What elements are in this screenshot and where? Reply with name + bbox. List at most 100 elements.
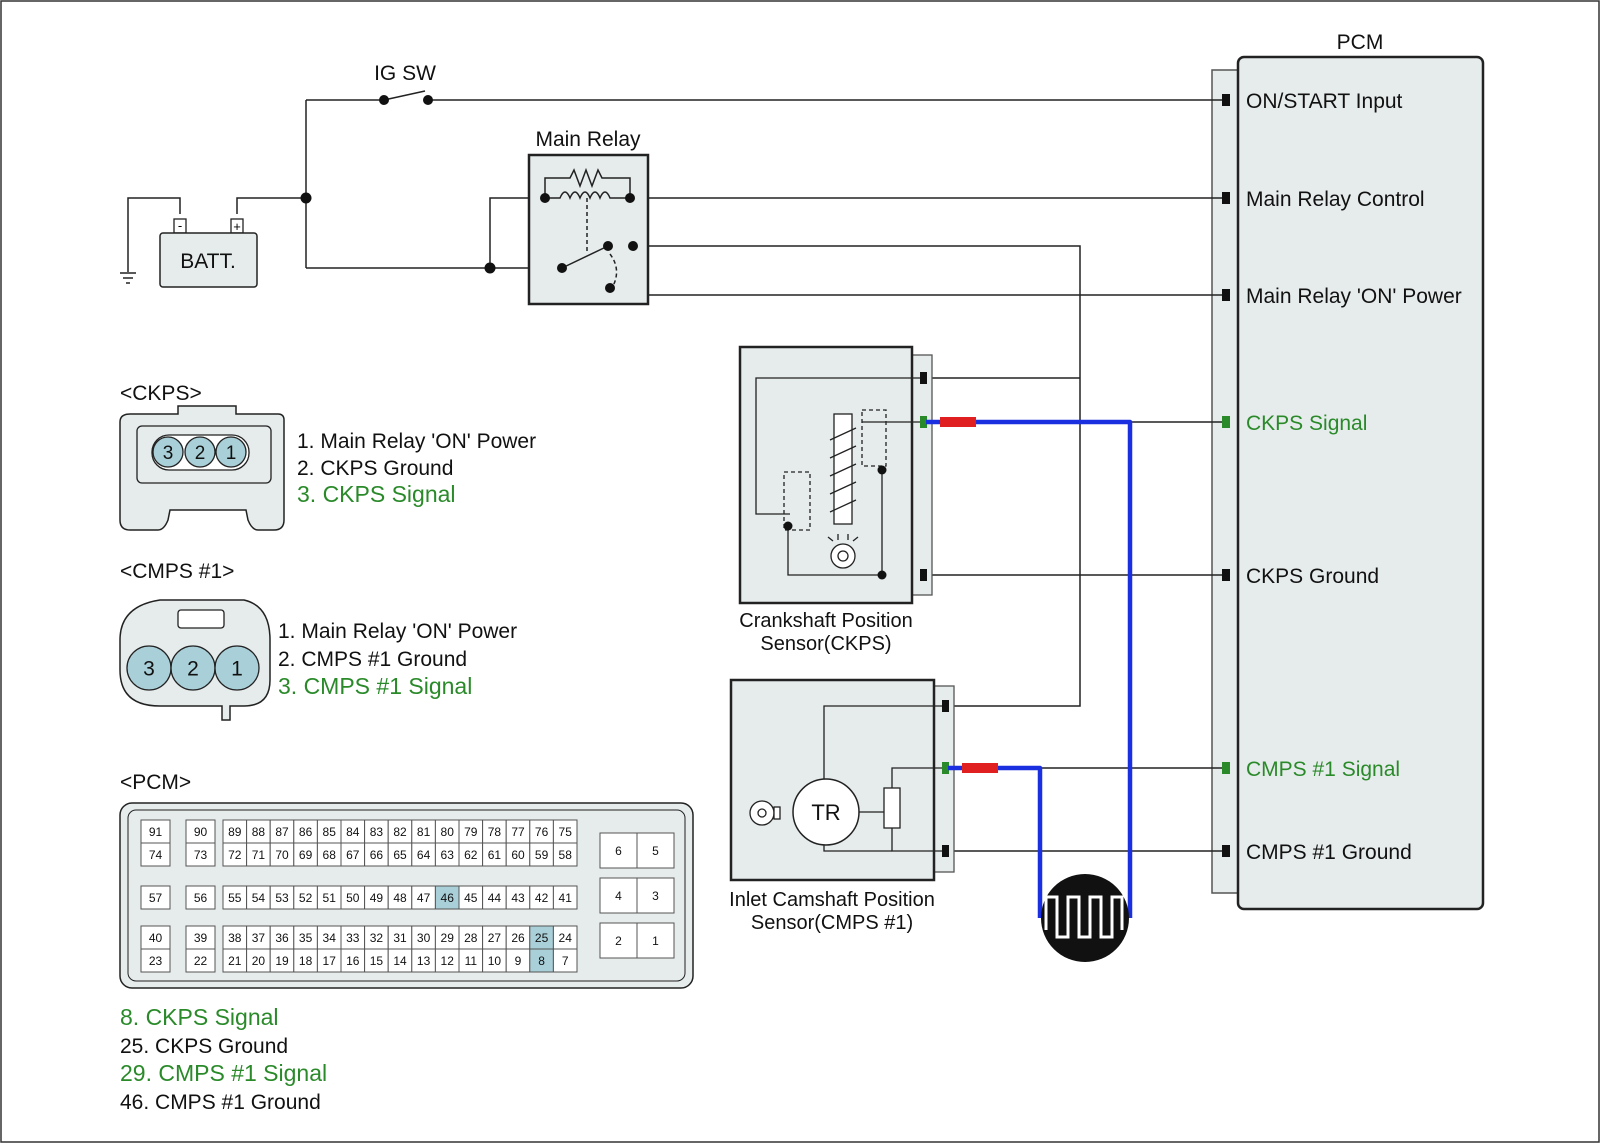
pcm-terminal-pin — [1222, 94, 1230, 106]
cmps-transistor — [792, 778, 860, 846]
ckps-probe-tip — [940, 417, 976, 427]
pcm-pin-number: 62 — [464, 848, 478, 862]
pcm-pin-number: 46 — [441, 891, 455, 905]
ig-sw-contact — [383, 90, 426, 101]
pcm-pin-number: 58 — [559, 848, 573, 862]
pcm-pin-cell — [599, 877, 638, 914]
pcm-pin-number: 3 — [652, 889, 659, 903]
pcm-pin-number: 11 — [465, 954, 478, 968]
pin-description: 3. CKPS Signal — [297, 481, 456, 507]
pcm-pin-number: 57 — [149, 891, 163, 905]
pcm-terminal-label: CKPS Signal — [1246, 412, 1367, 435]
pcm-pin-number: 53 — [275, 891, 289, 905]
pcm-pin-number: 29 — [441, 931, 455, 945]
pcm-terminal-pin — [1222, 416, 1230, 428]
pin-description: 8. CKPS Signal — [120, 1004, 279, 1030]
pcm-pin-number: 87 — [275, 825, 289, 839]
pcm-pin-number: 89 — [228, 825, 242, 839]
pcm-pin-cell — [185, 885, 216, 910]
pcm-pin-number: 52 — [299, 891, 313, 905]
pcm-terminal-label: CMPS #1 Ground — [1246, 841, 1412, 864]
pcm-pin-number: 75 — [559, 825, 573, 839]
pcm-pin-number: 64 — [417, 848, 431, 862]
ckps-connector-title: <CKPS> — [120, 382, 202, 405]
battery-body — [159, 232, 258, 288]
pin-description: 29. CMPS #1 Signal — [120, 1060, 327, 1086]
relay-resistor — [544, 167, 631, 198]
pcm-pin-number: 19 — [275, 954, 289, 968]
pcm-pin-number: 91 — [149, 825, 163, 839]
pcm-pin-number: 70 — [275, 848, 289, 862]
ground-symbol — [120, 272, 136, 284]
connector-pin-number: 3 — [143, 658, 155, 681]
main-relay-label: Main Relay — [535, 128, 641, 151]
pcm-pin-number: 81 — [417, 825, 431, 839]
pcm-pin-number: 2 — [615, 934, 622, 948]
ckps-signal-probe-lead — [926, 419, 1133, 918]
pcm-pin-number: 45 — [464, 891, 478, 905]
pcm-pin-number: 28 — [464, 931, 478, 945]
pcm-pin-number: 33 — [346, 931, 360, 945]
relay-switch-travel — [609, 253, 618, 289]
pcm-pin-number: 20 — [252, 954, 266, 968]
pcm-pin-number: 6 — [615, 844, 622, 858]
batt-plus-wire — [236, 197, 306, 214]
connector-pin — [214, 645, 260, 691]
pcm-pin-number: 74 — [149, 848, 163, 862]
pcm-terminal-pin — [1222, 192, 1230, 204]
pcm-pin-cell — [140, 948, 171, 973]
pcm-pin-number: 12 — [441, 954, 455, 968]
pcm-pin-number: 48 — [393, 891, 407, 905]
pcm-pin-number: 18 — [299, 954, 313, 968]
pcm-pin-number: 16 — [346, 954, 360, 968]
pcm-pin-cell — [185, 842, 216, 867]
pcm-pin-number: 69 — [299, 848, 313, 862]
cmps-tr-label: TR — [811, 800, 840, 825]
pcm-pin-number: 38 — [228, 931, 242, 945]
main-relay-box — [527, 153, 650, 306]
pcm-pin-number: 32 — [370, 931, 384, 945]
pcm-pin-number: 17 — [323, 954, 337, 968]
pin-description: 1. Main Relay 'ON' Power — [278, 620, 517, 643]
pin-description: 3. CMPS #1 Signal — [278, 673, 472, 699]
ckps-dashed-element — [861, 409, 887, 467]
ckps-coil-winding — [829, 427, 857, 513]
pcm-pin-number: 82 — [393, 825, 407, 839]
pcm-pin-number: 34 — [323, 931, 337, 945]
connector-pin-number: 1 — [226, 443, 237, 464]
connector-pin — [215, 436, 247, 468]
pcm-pin-number: 59 — [535, 848, 549, 862]
pcm-pin-number: 72 — [228, 848, 242, 862]
cmps-resistor — [883, 787, 901, 829]
ckps-sensor: Crankshaft Position Sensor(CKPS) — [738, 345, 933, 655]
pcm-pin-number: 86 — [299, 825, 313, 839]
pcm-pin-number: 5 — [652, 844, 659, 858]
cmps-target-wheel — [749, 800, 775, 826]
pcm-terminal-label: Main Relay 'ON' Power — [1246, 285, 1462, 308]
batt-minus-label: - — [178, 218, 182, 233]
ig-sw-label: IG SW — [374, 62, 436, 85]
pin-description: 25. CKPS Ground — [120, 1035, 288, 1058]
relay-on-power-to-cmps — [633, 245, 1081, 707]
pcm-pin-number: 54 — [252, 891, 266, 905]
ckps-coil-core — [833, 413, 853, 525]
pcm-pin-number: 13 — [417, 954, 431, 968]
pcm-pin-number: 78 — [488, 825, 502, 839]
pcm-pin-number: 21 — [228, 954, 242, 968]
pcm-pin-cell — [636, 832, 675, 869]
pcm-pin-number: 73 — [194, 848, 208, 862]
pcm-pin-number: 15 — [370, 954, 384, 968]
pcm-pin-number: 26 — [511, 931, 525, 945]
pcm-pin-cell — [552, 885, 578, 910]
pcm-pin-number: 51 — [323, 891, 337, 905]
pcm-pin-number: 7 — [562, 954, 569, 968]
junction-dot — [300, 192, 312, 204]
battery: - + BATT. — [159, 218, 258, 288]
ckps-connector-strip — [911, 354, 933, 596]
pcm-pin-number: 27 — [488, 931, 502, 945]
pcm-pin-number: 80 — [441, 825, 455, 839]
